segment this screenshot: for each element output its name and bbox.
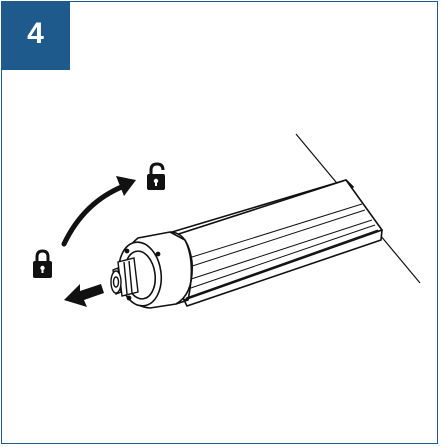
step-number-badge: 4 [1,1,70,70]
luminaire-tube [159,179,383,307]
pull-arrow-icon [64,284,104,307]
unlocked-padlock-icon [147,162,165,190]
cable-gland [110,257,139,297]
step-number: 4 [27,17,44,50]
curved-arrow-icon [61,176,136,247]
locked-padlock-icon [33,249,52,278]
